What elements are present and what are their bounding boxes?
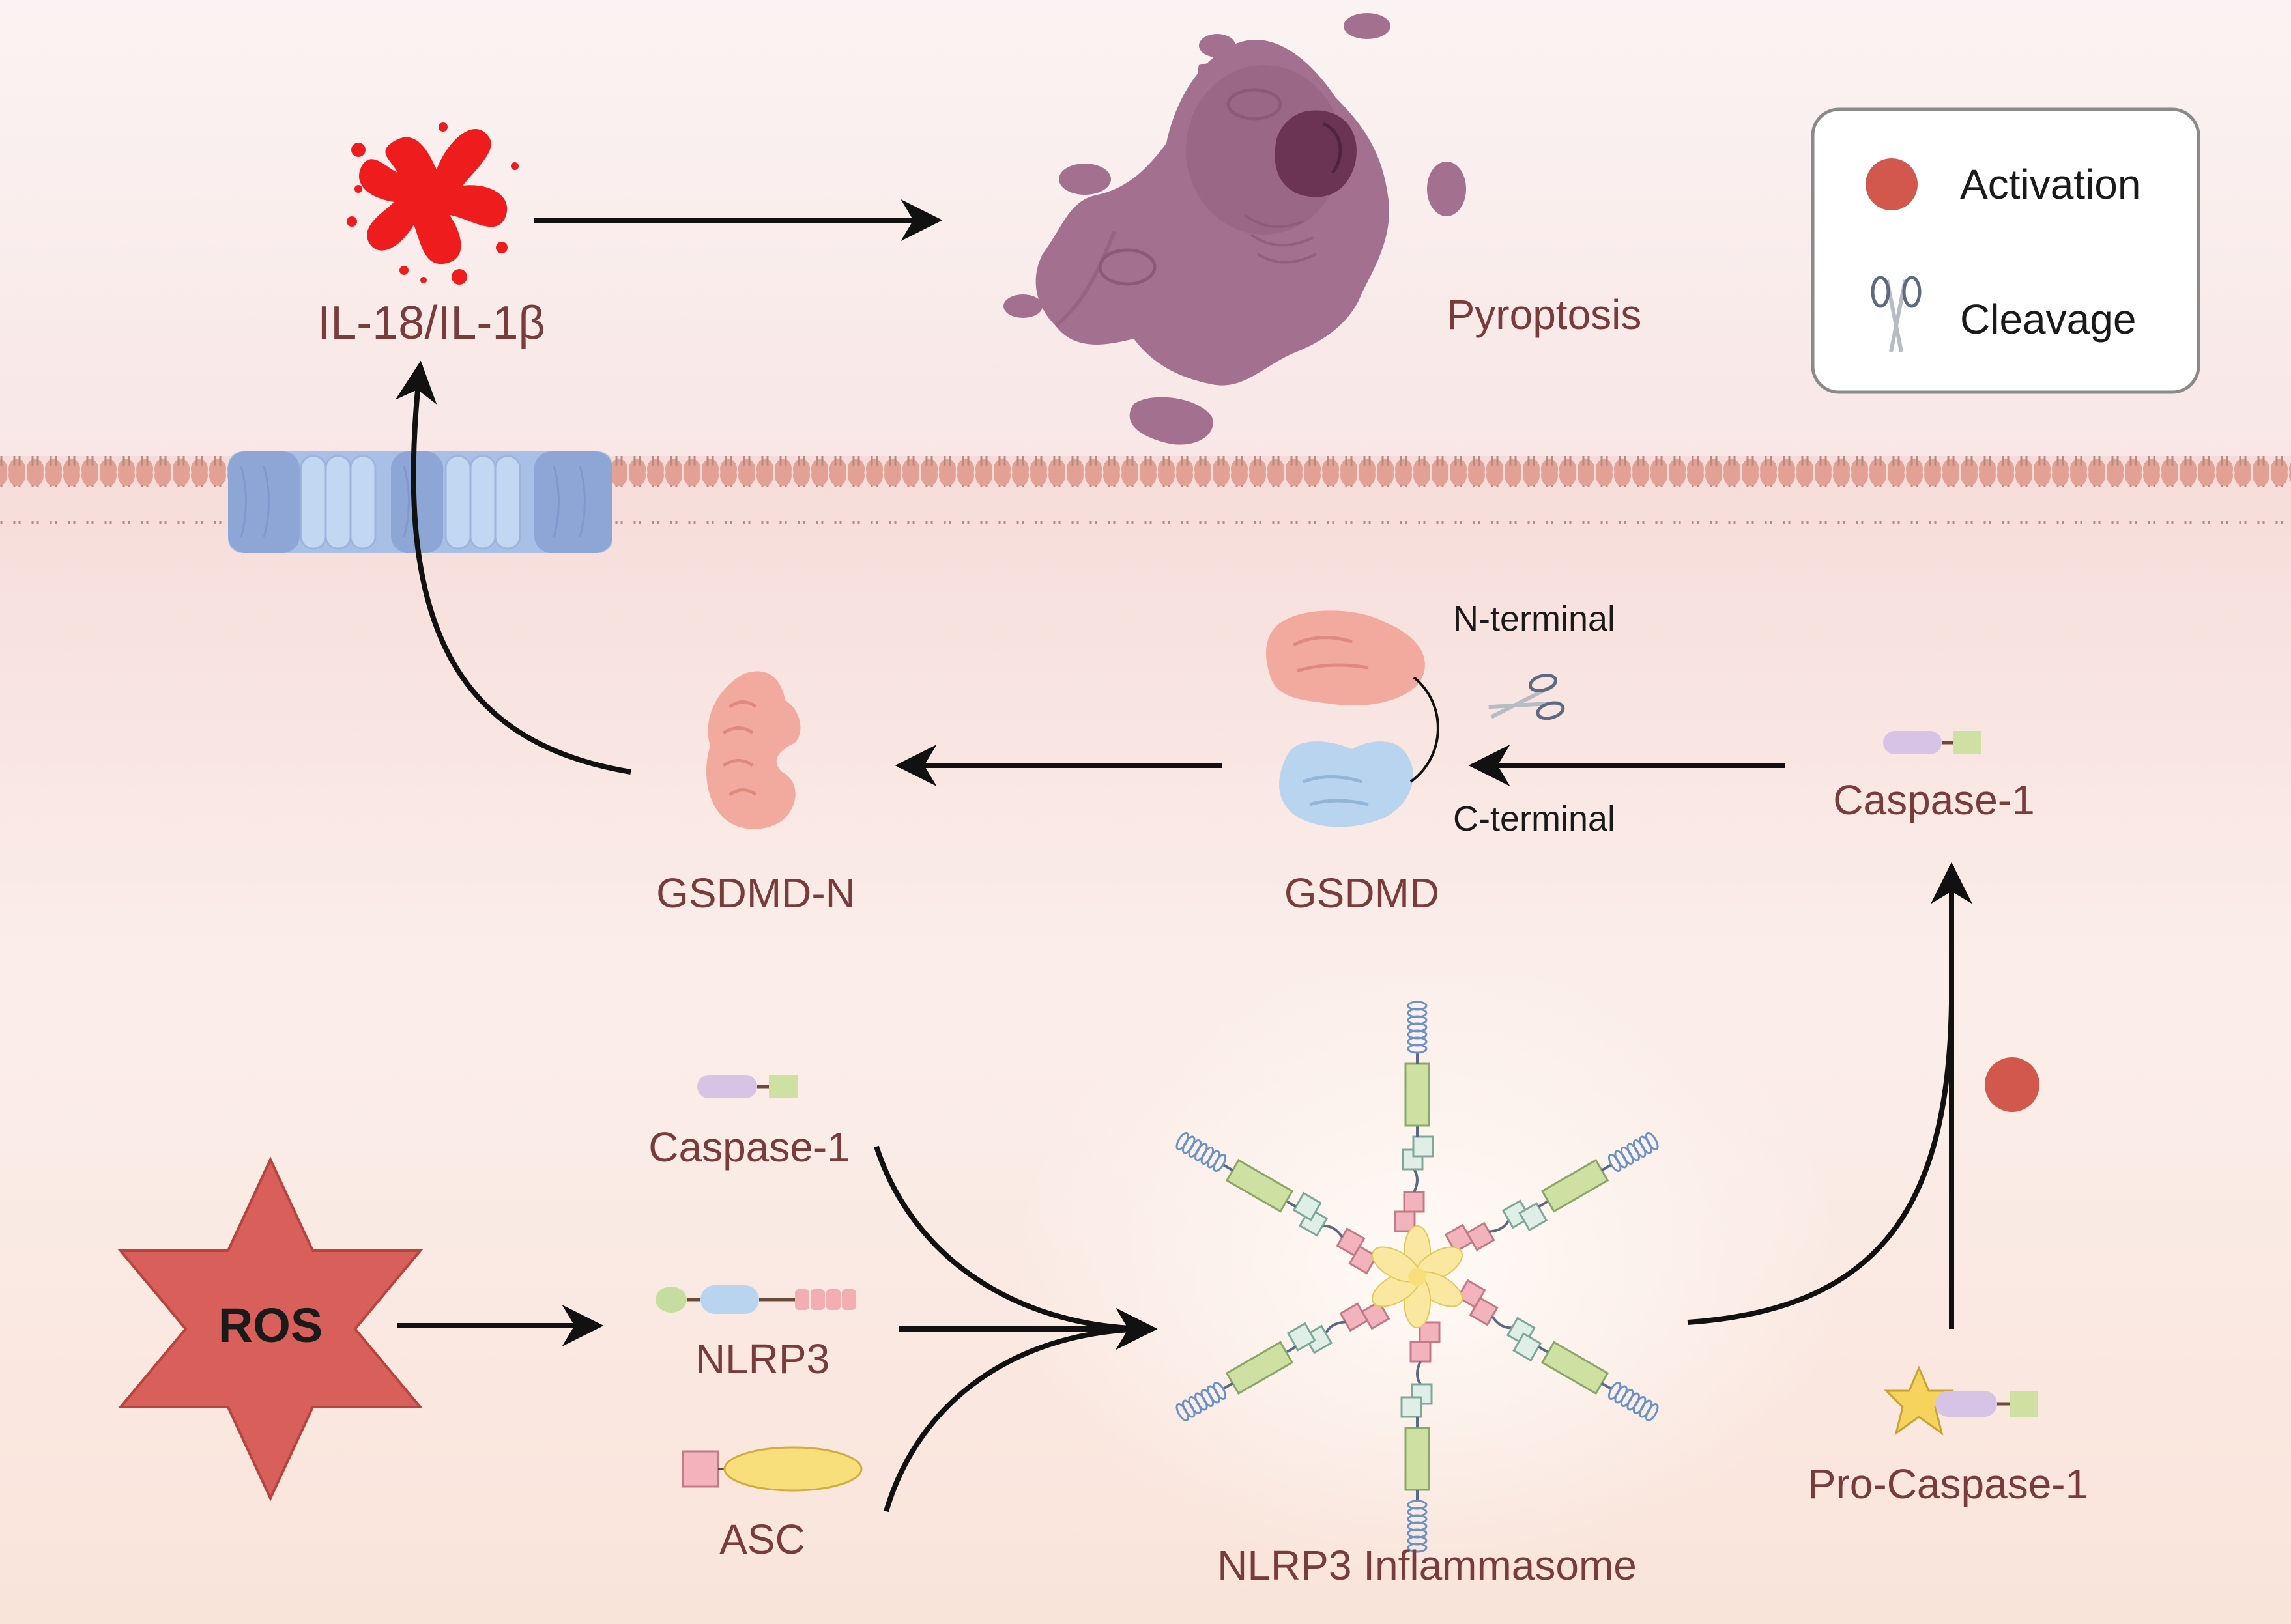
inflammasome-spoke xyxy=(1175,1300,1390,1421)
inflammasome-spoke xyxy=(1400,1321,1441,1553)
gsdmd-pore xyxy=(228,451,612,553)
inflammasome-spoke xyxy=(1444,1132,1659,1253)
asc-label: ASC xyxy=(719,1516,805,1563)
inflammasome-core xyxy=(1372,1225,1463,1328)
caspase1-top-label: Caspase-1 xyxy=(1833,776,2035,823)
nlrp3-protein-icon xyxy=(656,1285,856,1314)
ros-star-icon xyxy=(117,1156,424,1502)
c-terminal-label: C-terminal xyxy=(1453,799,1615,838)
inflammasome-spoke xyxy=(1175,1132,1378,1275)
scissors-icon xyxy=(1871,276,1922,352)
activation-arrows xyxy=(1687,862,1972,1329)
activation-dot-icon xyxy=(1866,158,1918,210)
procaspase1-label: Pro-Caspase-1 xyxy=(1808,1460,2088,1507)
caspase1-icon xyxy=(697,1075,798,1098)
caspase1-active-icon xyxy=(1883,731,1981,754)
cytokine-label: IL-18/IL-1β xyxy=(317,297,545,349)
activation-marker-icon xyxy=(1985,1057,2039,1112)
pyroptosis-label: Pyroptosis xyxy=(1447,291,1642,338)
gsdmd-n-to-pore-arrow xyxy=(395,360,631,775)
inflammasome-label: NLRP3 Inflammasome xyxy=(1217,1542,1637,1589)
assembly-arrows xyxy=(874,1145,1158,1513)
gsdmd-label: GSDMD xyxy=(1284,870,1439,917)
ros-label: ROS xyxy=(218,1298,323,1352)
cleavage-scissors-icon xyxy=(1488,674,1565,720)
gsdmd-n-label: GSDMD-N xyxy=(656,870,856,917)
nlrp3-inflammasome-icon xyxy=(1175,1001,1659,1553)
inflammasome-spoke xyxy=(1456,1279,1659,1421)
asc-protein-icon xyxy=(682,1446,863,1492)
pyroptotic-cell-icon xyxy=(1003,13,1466,445)
gsdmd-n-protein-icon xyxy=(706,671,801,829)
inflammasome-spoke xyxy=(1394,1001,1434,1232)
caspase1-label: Caspase-1 xyxy=(648,1124,850,1171)
cytokine-splat-icon xyxy=(347,122,519,285)
legend-activation-label: Activation xyxy=(1960,161,2140,208)
legend: Activation Cleavage xyxy=(1811,107,2200,394)
nlrp3-label: NLRP3 xyxy=(695,1335,829,1382)
n-terminal-label: N-terminal xyxy=(1453,599,1615,638)
legend-cleavage-label: Cleavage xyxy=(1960,296,2136,343)
procaspase1-icon xyxy=(1884,1365,2038,1436)
gsdmd-protein-icon xyxy=(1266,610,1439,827)
